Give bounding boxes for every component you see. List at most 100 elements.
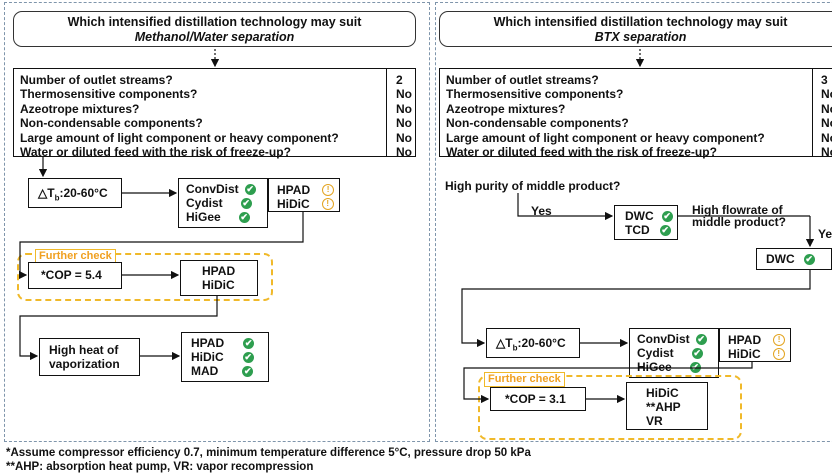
left-tech-warn-1: HiDiC [277,197,310,211]
right-answer-5: No [821,145,832,160]
right-tech-warn-1: HiDiC [728,347,761,361]
left-title-line1: Which intensified distillation technolog… [67,15,362,29]
left-tech-ok-row-0: ConvDist ✔ [186,182,267,196]
left-tech-ok-0: ConvDist [186,182,239,196]
green-check-icon: ✔ [691,347,703,359]
right-cop-result-0: HiDiC [646,386,679,400]
green-check-icon: ✔ [659,224,671,236]
right-tcd-row: TCD ✔ [625,223,677,237]
left-question-4: Large amount of light component or heavy… [20,130,339,145]
left-further-check-box [17,253,273,301]
green-check-icon: ✔ [244,183,256,195]
right-tech-ok-row-0: ConvDist ✔ [637,332,718,346]
right-answer-0: 3 [821,73,828,87]
footnote-1: *Assume compressor efficiency 0.7, minim… [6,447,531,459]
green-check-icon: ✔ [661,210,673,222]
left-tech-ok-row-2: HiGee✔ [186,210,267,224]
right-tech-ok-row-2: HiGee ✔ [637,360,718,374]
right-delta-t-symbol: △T [496,336,513,350]
right-tech-ok-box: ConvDist✔ Cydist✔ HiGee✔ [629,328,719,378]
left-heat-result-row-2: MAD ✔ [191,364,268,378]
right-answer-4: No [821,130,832,145]
right-tech-to-further-check-arrow [463,362,753,404]
right-question-0: Number of outlet streams? [446,73,599,87]
green-check-icon: ✔ [689,361,701,373]
left-cop-box: *COP = 5.4 [28,262,122,289]
left-tech-warn-0: HPAD [277,183,311,197]
left-title: Which intensified distillation technolog… [13,11,416,47]
right-answers: 3 No No No No No [821,73,832,159]
left-tech-ok-1: Cydist [186,196,223,210]
right-dwc-to-deltat-arrow [461,270,811,348]
left-heat-line1: High heat of [49,343,119,357]
right-flowrate-line1: High flowrate of [692,203,783,217]
green-check-icon: ✔ [240,197,252,209]
left-panel [4,2,430,442]
left-question-5: Water or diluted feed with the risk of f… [20,145,291,160]
left-heat-result-0: HPAD [191,336,225,350]
left-question-box: Number of outlet streams? Thermosensitiv… [13,68,416,159]
right-answers-divider [812,69,813,156]
left-answer-1: No [396,87,412,102]
orange-exclamation-icon: ! [322,184,335,196]
left-tech-warn-box: HPAD! HiDiC! [268,178,340,212]
left-questions: Number of outlet streams? Thermosensitiv… [20,73,339,159]
right-tech-warn-row-1: HiDiC! [728,347,790,361]
right-tech-ok-1: Cydist [637,346,674,360]
left-question-1: Thermosensitive components? [20,87,198,102]
right-question-3: Non-condensable components? [446,116,629,131]
green-check-icon: ✔ [695,333,707,345]
left-further-check-label: Further check [35,249,116,264]
left-title-line2: Methanol/Water separation [134,30,295,44]
footnote-2: **AHP: absorption heat pump, VR: vapor r… [6,461,314,473]
right-cop-result-1: **AHP [646,400,681,414]
right-purity-question: High purity of middle product? [445,179,621,193]
right-delta-t-sub: b [512,343,518,353]
left-answer-2: No [396,101,412,116]
left-answer-4: No [396,130,412,145]
right-cop-value: *COP = 3.1 [505,392,566,406]
right-tech-warn-box: HPAD! HiDiC! [719,328,791,362]
green-check-icon: ✔ [243,337,255,349]
right-dwc: DWC [766,252,795,266]
right-answer-3: No [821,116,832,131]
right-title-line2: BTX separation [594,30,687,44]
left-tech-ok-row-1: Cydist ✔ [186,196,267,210]
right-yes-1: Yes [531,204,552,218]
left-tech-ok-box: ConvDist✔ Cydist✔ HiGee✔ [178,178,268,228]
left-question-0: Number of outlet streams? [20,73,173,87]
left-answers: 2 No No No No No [396,73,412,159]
right-dwc-final-row: DWC ✔ [766,252,831,266]
left-heat-result-2: MAD [191,364,219,378]
right-delta-t-box: △Tb:20-60°C [486,328,580,358]
left-cop-result-1: HiDiC [202,278,235,292]
right-question-5: Water or diluted feed with the risk of f… [446,145,717,160]
left-heat-result-row-1: HiDiC✔ [191,350,268,364]
left-question-2: Azeotrope mixtures? [20,101,140,116]
right-dwc-tcd-1: TCD [625,223,650,237]
right-tech-ok-0: ConvDist [637,332,690,346]
right-panel [435,2,832,442]
green-check-icon: ✔ [238,211,250,223]
right-yes-2: Yes [818,227,832,241]
left-heat-result-box: HPAD ✔ HiDiC✔ MAD ✔ [181,332,269,382]
left-tech-warn-row-1: HiDiC! [277,197,339,211]
right-dwc-tcd-box: DWC✔ TCD ✔ [614,205,678,240]
right-question-2: Azeotrope mixtures? [446,101,566,116]
right-tech-warn-row-0: HPAD! [728,333,790,347]
right-cop-result-box: HiDiC **AHP VR [626,382,708,430]
left-answers-divider [386,69,387,156]
left-delta-t-symbol: △T [38,186,55,200]
right-flowrate-line2: middle product? [692,215,786,229]
left-answer-5: No [396,145,412,160]
right-delta-t-range: :20-60°C [517,336,566,350]
right-flowrate-question: High flowrate of middle product? [692,204,786,228]
green-check-icon: ✔ [242,365,254,377]
right-question-4: Large amount of light component or heavy… [446,130,765,145]
green-check-icon: ✔ [803,253,815,265]
left-question-3: Non-condensable components? [20,116,203,131]
right-dwc-row: DWC✔ [625,209,677,223]
right-tech-ok-2: HiGee [637,360,672,374]
right-title: Which intensified distillation technolog… [439,11,832,47]
